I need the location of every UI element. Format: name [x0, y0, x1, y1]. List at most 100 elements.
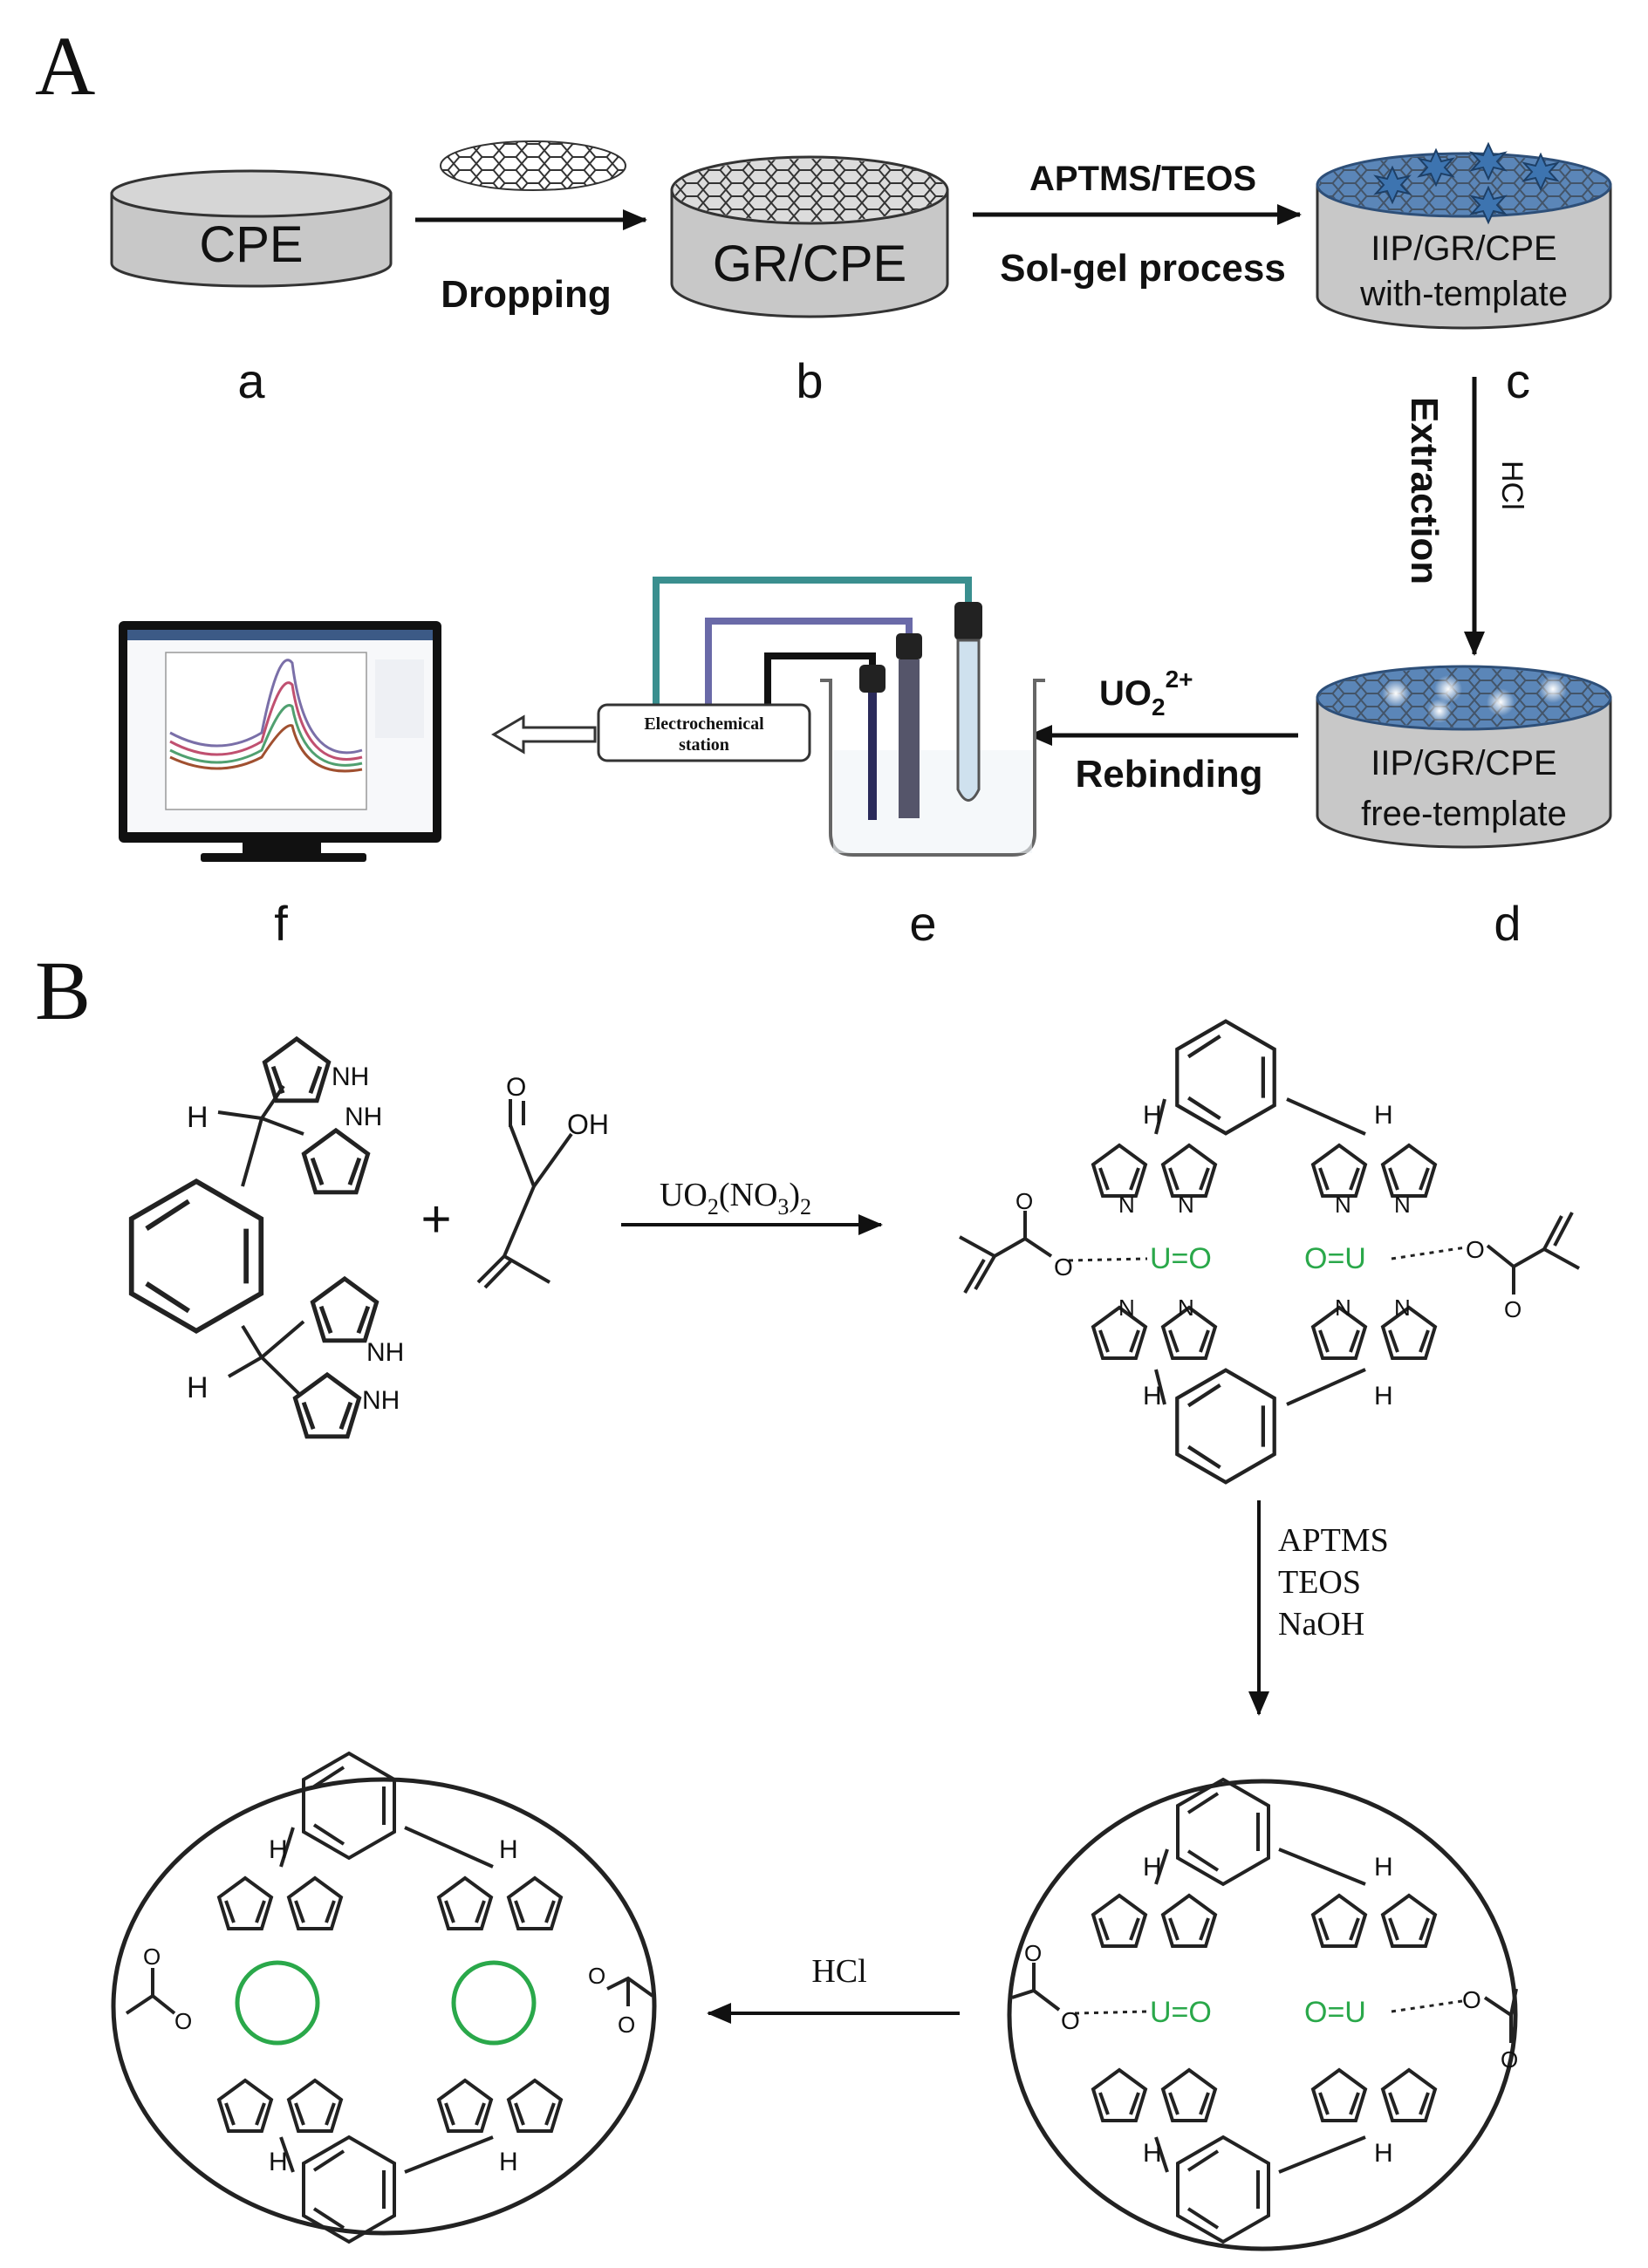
station-line2: station — [679, 735, 729, 755]
atom-oh: OH — [567, 1109, 609, 1140]
wire-black — [764, 652, 876, 707]
atom-nh-1: NH — [332, 1062, 369, 1091]
carbonyl-o-left: O — [1015, 1188, 1033, 1214]
reagent-naoh: NaOH — [1278, 1606, 1364, 1643]
complex-atom-n-2: N — [1178, 1192, 1194, 1218]
iip-d-line1: IIP/GR/CPE — [1371, 744, 1556, 782]
step-label-e: e — [909, 896, 936, 951]
particle-o-left: O — [1061, 2007, 1080, 2034]
panel-b-label: B — [35, 944, 91, 1037]
template-ion-icons — [1373, 141, 1560, 225]
particle-atom-h-1: H — [1143, 1853, 1162, 1882]
graphene-sheet-icon — [440, 140, 626, 191]
ester-o-right: O — [1466, 1236, 1485, 1263]
hollow-arrow-to-monitor — [491, 714, 597, 755]
complex-atom-n-1: N — [1118, 1192, 1135, 1218]
free-atom-h-4: H — [499, 2148, 518, 2176]
complex-atom-n-7: N — [1335, 1295, 1351, 1321]
step-label-d: d — [1494, 896, 1521, 951]
free-atom-h-1: H — [269, 1835, 288, 1864]
atom-nh-4: NH — [362, 1386, 400, 1415]
monitor-icon — [119, 621, 441, 862]
complex-atom-n-6: N — [1178, 1295, 1194, 1321]
electrochemical-cell: Electrochemical station — [597, 577, 1045, 857]
free-o-right: O — [588, 1963, 605, 1989]
electrode-cpe: CPE — [110, 169, 393, 288]
particle-atom-h-4: H — [1374, 2139, 1393, 2168]
binding-cavity-left — [235, 1960, 320, 2046]
step-label-b: b — [796, 353, 823, 408]
particle-atom-h-3: H — [1143, 2139, 1162, 2168]
free-atom-h-3: H — [269, 2148, 288, 2176]
counter-electrode-cap — [896, 633, 922, 659]
wire-purple — [705, 618, 913, 707]
wire-teal — [653, 577, 972, 707]
complex-atom-h-2: H — [1374, 1101, 1393, 1130]
particle-carbonyl-o-right: O — [1501, 2046, 1518, 2073]
cpe-label: CPE — [199, 216, 303, 273]
sol-gel-label: Sol-gel process — [1000, 247, 1286, 290]
uranyl-left: U=O — [1150, 1242, 1212, 1275]
step-label-f: f — [274, 896, 288, 951]
particle-carbonyl-o-left: O — [1024, 1940, 1042, 1966]
electrode-iip-with-template: IIP/GR/CPE with-template — [1316, 141, 1612, 330]
dropping-label: Dropping — [441, 273, 612, 316]
uo2-label: UO22+ — [1099, 666, 1193, 721]
reference-electrode-cap — [954, 602, 982, 640]
free-carbonyl-o-left: O — [143, 1944, 161, 1970]
complex-atom-n-5: N — [1118, 1295, 1135, 1321]
binding-cavity-right — [451, 1960, 537, 2046]
atom-h-1: H — [187, 1101, 209, 1134]
uranyl-right: O=U — [1304, 1242, 1366, 1275]
complex-atom-h-3: H — [1143, 1382, 1162, 1411]
particle-uranyl-left: U=O — [1150, 1996, 1212, 2029]
hcl-a-label: HCl — [1495, 461, 1528, 510]
complex-atom-h-4: H — [1374, 1382, 1393, 1411]
reference-electrode — [956, 639, 981, 802]
particle-atom-h-2: H — [1374, 1853, 1393, 1882]
imprinted-particle-free-template: H H H H O O O O — [111, 1752, 657, 2244]
hcl-b-label: HCl — [811, 1953, 866, 1990]
iip-c-line2: with-template — [1359, 275, 1568, 313]
methacrylic-acid: O OH — [476, 1073, 609, 1289]
iip-d-line2: free-template — [1361, 795, 1567, 833]
reagent-aptms: APTMS — [1278, 1522, 1389, 1559]
station-line1: Electrochemical — [644, 714, 764, 734]
working-electrode — [868, 693, 877, 820]
free-atom-h-2: H — [499, 1835, 518, 1864]
cavity-sparkle-icons — [1382, 675, 1567, 723]
atom-h-2: H — [187, 1371, 209, 1404]
gr-cpe-label: GR/CPE — [713, 236, 906, 292]
free-o-left: O — [174, 2008, 192, 2034]
plus-sign: + — [421, 1190, 451, 1248]
ester-o-left: O — [1054, 1254, 1073, 1281]
particle-o-right: O — [1462, 1986, 1481, 2013]
atom-nh-3: NH — [366, 1338, 404, 1367]
step-label-a: a — [237, 353, 265, 408]
electrode-gr-cpe: GR/CPE — [670, 155, 949, 318]
carbonyl-o-right: O — [1504, 1296, 1521, 1322]
complex-atom-n-8: N — [1394, 1295, 1411, 1321]
electrochemical-station-box — [597, 703, 811, 762]
electrode-iip-free-template: IIP/GR/CPE free-template — [1316, 665, 1612, 849]
step-label-c: c — [1506, 353, 1530, 408]
imprinted-particle-with-template: H H H H U=O O=U O O O O — [1007, 1778, 1518, 2251]
dipyrromethane-monomer: H H NH NH NH NH — [132, 1039, 404, 1437]
reagent-teos: TEOS — [1278, 1564, 1361, 1601]
counter-electrode — [899, 659, 920, 818]
working-electrode-cap — [859, 665, 886, 693]
complex-atom-n-3: N — [1335, 1192, 1351, 1218]
aptms-teos-label: APTMS/TEOS — [1029, 160, 1256, 198]
complex-atom-n-4: N — [1394, 1192, 1411, 1218]
iip-c-line1: IIP/GR/CPE — [1371, 229, 1556, 268]
particle-uranyl-right: O=U — [1304, 1996, 1366, 2029]
atom-o-acid: O — [506, 1073, 526, 1102]
complex-atom-h-1: H — [1143, 1101, 1162, 1130]
reagent-uranyl-nitrate: UO2(NO3)2 — [660, 1177, 811, 1219]
rebinding-label: Rebinding — [1075, 753, 1262, 796]
panel-a-label: A — [35, 19, 95, 113]
extraction-label: Extraction — [1403, 397, 1446, 584]
free-carbonyl-o-right: O — [618, 2012, 635, 2038]
atom-nh-2: NH — [345, 1103, 382, 1131]
